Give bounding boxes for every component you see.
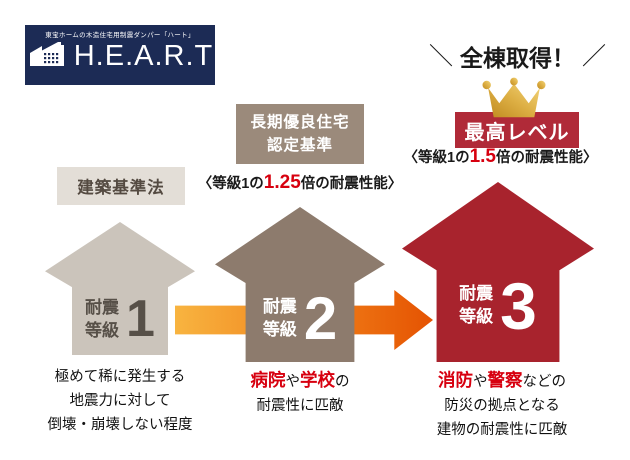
grade2-number: 2	[303, 285, 338, 352]
note3-prefix: 〈等級1の	[403, 150, 470, 166]
badge-building-standard-law: 建築基準法	[57, 167, 185, 205]
note-grade2-performance: 〈等級1の1.25倍の耐震性能〉	[190, 172, 410, 194]
desc2-red2: 学校	[300, 370, 335, 390]
grade3-label-line1: 耐震	[459, 284, 494, 304]
note3-suffix: 倍の耐震性能〉	[496, 150, 598, 166]
desc2-mid: や	[285, 374, 301, 390]
desc1-line1: 極めて稀に発生する	[54, 369, 186, 385]
desc1-line3: 倒壊・崩壊しない程度	[47, 416, 193, 433]
banner-slash-right: ／	[582, 43, 606, 70]
note2-suffix: 倍の耐震性能〉	[300, 176, 403, 192]
grade2-label-line1: 耐震	[262, 297, 297, 317]
logo-tagline: 東宝ホームの木造住宅用制震ダンパー「ハート」	[45, 32, 195, 39]
grade2-label-group: 耐震 等級 2	[215, 285, 385, 352]
desc2-tail: の	[335, 374, 350, 390]
top-level-badge: 最高レベル	[455, 112, 579, 148]
banner-slash-left: ＼	[429, 43, 453, 70]
building-icon	[27, 40, 69, 73]
banner-text: 全棟取得！	[460, 45, 575, 71]
desc3-red1: 消防	[438, 370, 473, 390]
desc3-mid: や	[473, 374, 488, 390]
desc2-red1: 病院	[250, 370, 286, 390]
house-grade-1: 耐震 等級 1	[45, 222, 195, 355]
grade3-label-line2: 等級	[459, 307, 494, 327]
note2-prefix: 〈等級1の	[197, 176, 264, 192]
desc3-red2: 警察	[487, 370, 523, 390]
desc3-tail: などの	[522, 374, 567, 390]
grade1-label: 耐震 等級	[85, 297, 119, 343]
logo-title: H.E.A.R.T	[73, 40, 214, 72]
desc1-line2: 地震力に対して	[69, 392, 171, 409]
grade3-label-group: 耐震 等級 3	[402, 268, 594, 343]
desc3-line2: 防災の拠点となる	[444, 397, 560, 414]
grade1-number: 1	[126, 290, 155, 349]
house-grade-2: 耐震 等級 2	[215, 207, 385, 362]
logo-row: H.E.A.R.T	[25, 40, 215, 73]
desc3-line3: 建物の耐震性に匹敵	[436, 421, 568, 438]
desc-grade-2: 病院や学校の 耐震性に匹敵	[215, 366, 385, 419]
heart-logo: 東宝ホームの木造住宅用制震ダンパー「ハート」 H.E.A.R.T	[25, 25, 215, 85]
note3-value: 1.5	[469, 146, 496, 167]
desc-grade-1: 極めて稀に発生する 地震力に対して 倒壊・崩壊しない程度	[25, 366, 215, 438]
grade3-label: 耐震 等級	[459, 283, 493, 329]
note2-value: 1.25	[263, 172, 301, 193]
desc2-line2: 耐震性に匹敵	[256, 397, 344, 414]
grade1-label-group: 耐震 等級 1	[45, 290, 195, 349]
crown-icon	[479, 76, 549, 127]
grade2-label: 耐震 等級	[263, 296, 297, 342]
grade2-label-line2: 等級	[262, 320, 297, 339]
badge2-line1: 長期優良住宅	[250, 113, 350, 131]
award-banner: ＼ 全棟取得！ ／	[420, 38, 615, 73]
badge-long-term-quality-housing: 長期優良住宅 認定基準	[236, 104, 364, 164]
grade3-number: 3	[500, 268, 537, 343]
desc-grade-3: 消防や警察などの 防災の拠点となる 建物の耐震性に匹敵	[397, 366, 607, 443]
grade1-label-line2: 等級	[85, 320, 120, 340]
note-grade3-performance: 〈等級1の1.5倍の耐震性能〉	[388, 146, 613, 168]
grade1-label-line1: 耐震	[85, 297, 120, 317]
house-grade-3: 耐震 等級 3	[402, 182, 594, 362]
badge2-line2: 認定基準	[266, 137, 333, 154]
